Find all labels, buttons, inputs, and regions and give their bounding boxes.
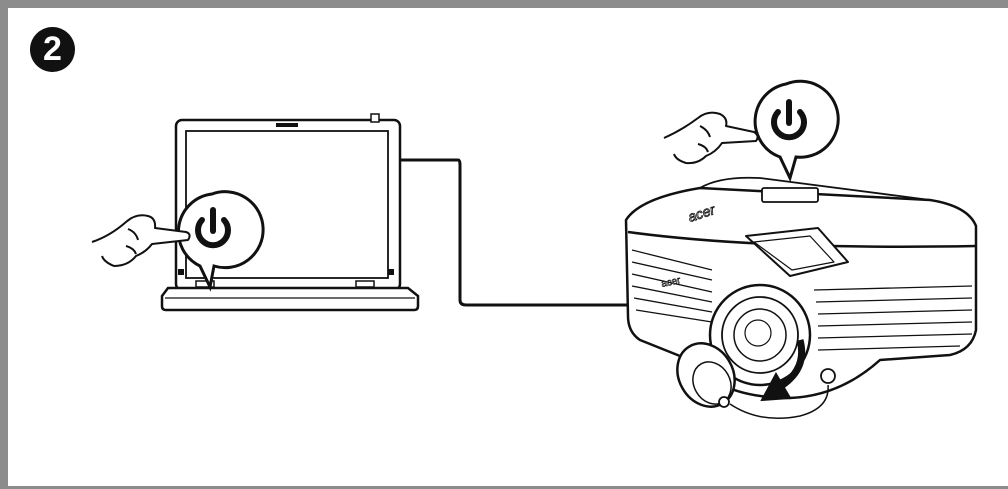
projector-power-callout — [753, 79, 840, 183]
remove-cap-arrowhead — [760, 371, 792, 402]
power-icon — [195, 207, 231, 249]
hand-icon — [663, 111, 759, 165]
laptop-power-callout — [176, 190, 265, 292]
lens-cap — [676, 342, 829, 419]
connection-cable — [400, 158, 660, 307]
projector-brand-logo-side: acer — [660, 275, 682, 290]
step-number-badge: 2 — [30, 27, 75, 72]
hand-icon — [91, 214, 191, 267]
projector-vents — [631, 249, 973, 351]
power-icon — [771, 99, 807, 141]
